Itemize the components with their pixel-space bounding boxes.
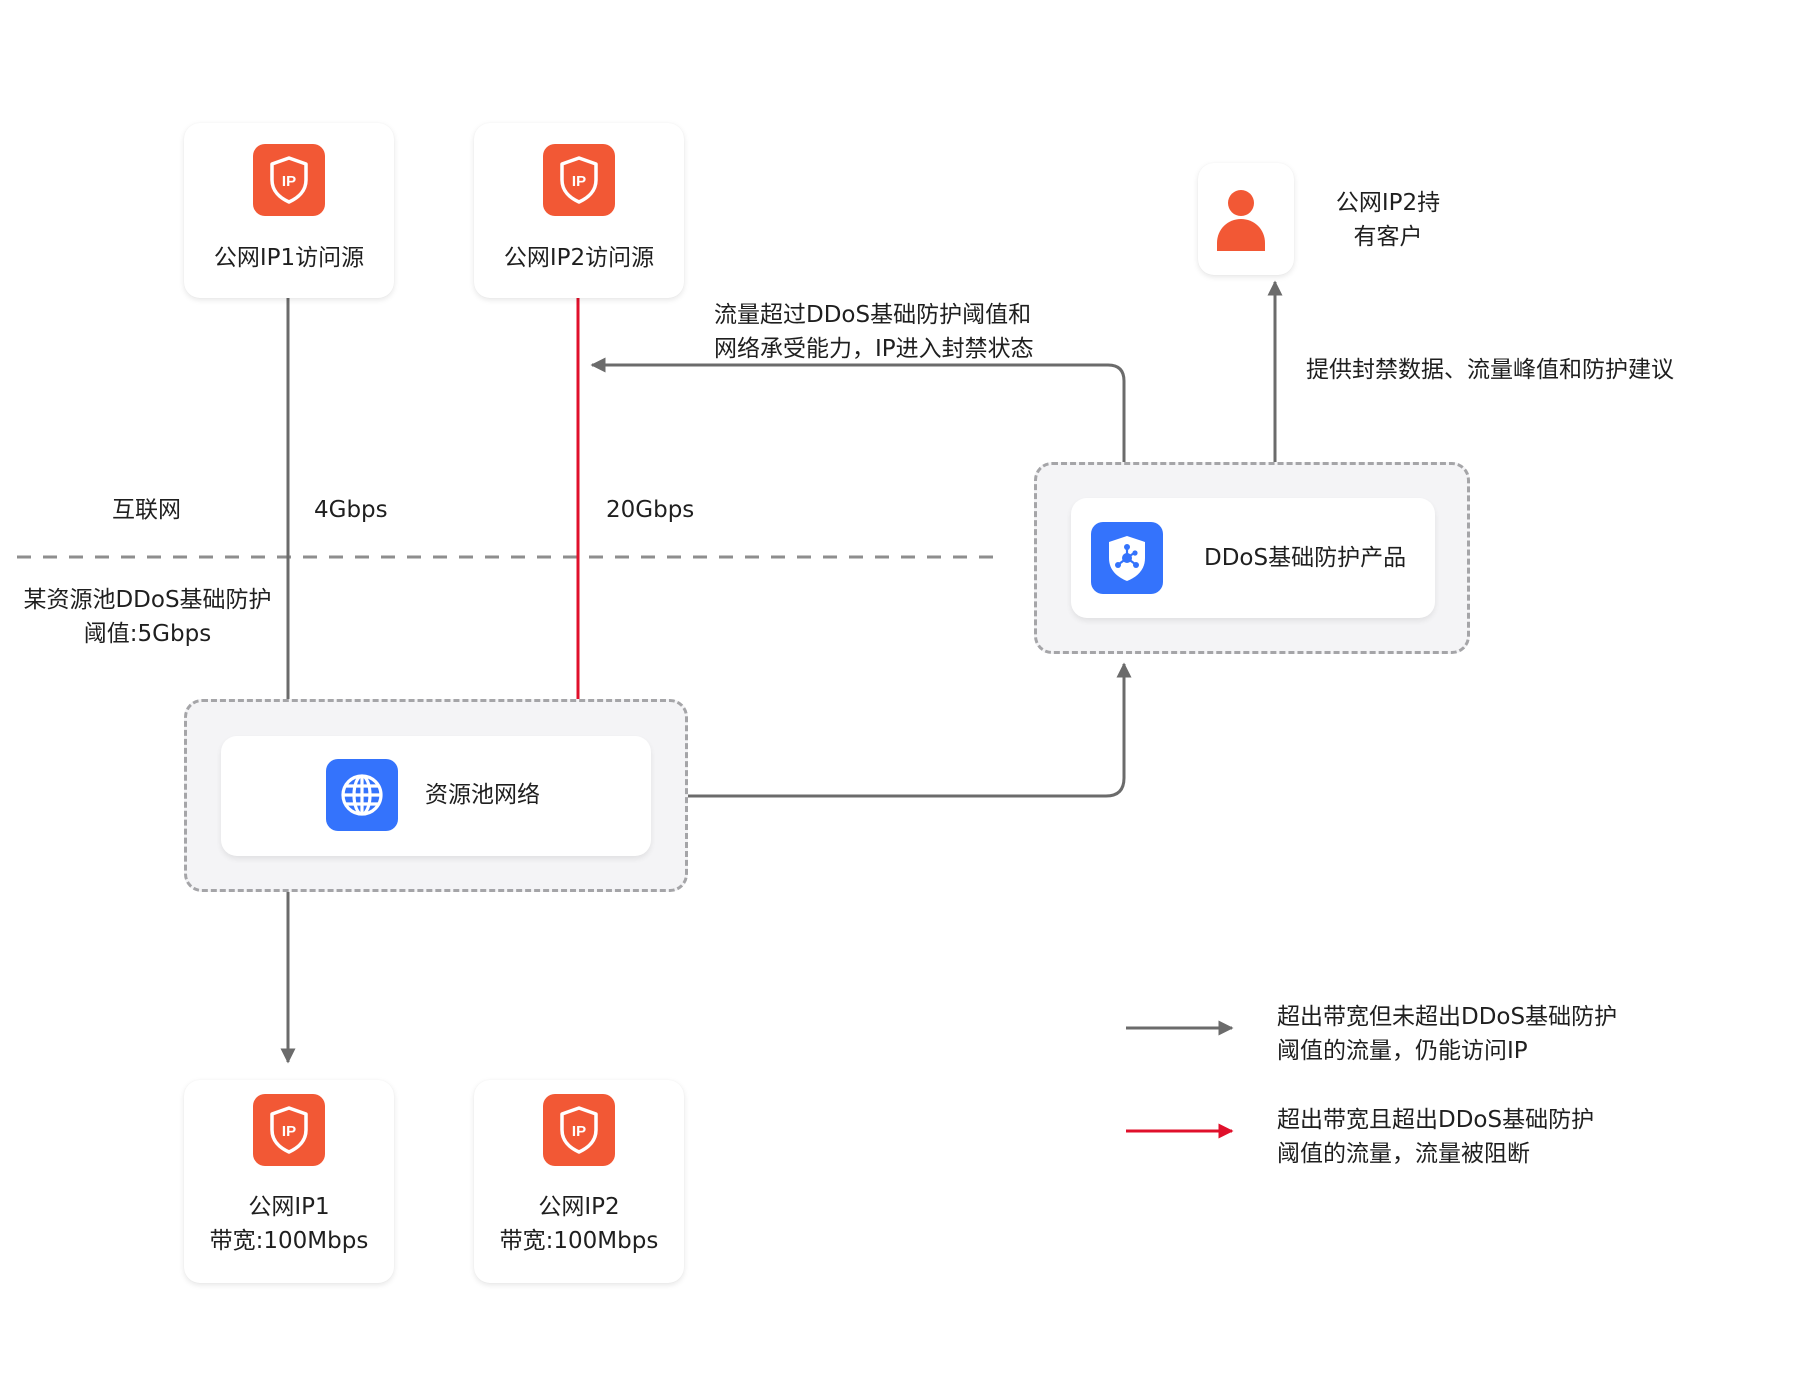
ip-shield-icon: IP bbox=[543, 144, 615, 216]
customer-card[interactable] bbox=[1198, 163, 1294, 275]
resource-pool-group: 资源池网络 bbox=[184, 699, 688, 892]
ip-shield-icon: IP bbox=[253, 144, 325, 216]
source-card-ip2[interactable]: IP 公网IP2访问源 bbox=[474, 123, 684, 298]
report-annotation: 提供封禁数据、流量峰值和防护建议 bbox=[1306, 357, 1674, 383]
ddos-product-group: DDoS基础防护产品 bbox=[1034, 462, 1470, 654]
svg-text:IP: IP bbox=[572, 1123, 586, 1140]
pool-to-ddos-arrow bbox=[686, 662, 1132, 798]
shield-network-icon bbox=[1091, 522, 1163, 594]
target-label: 公网IP1 带宽:100Mbps bbox=[209, 1194, 369, 1254]
ip1-traffic-label: 4Gbps bbox=[314, 497, 388, 523]
legend-red-text: 超出带宽且超出DDoS基础防护 阈值的流量，流量被阻断 bbox=[1277, 1107, 1595, 1167]
ip-shield-icon: IP bbox=[253, 1094, 325, 1166]
blackhole-arrow bbox=[590, 357, 1126, 462]
zone-internet-label: 互联网 bbox=[112, 497, 181, 523]
target-label: 公网IP2 带宽:100Mbps bbox=[499, 1194, 659, 1254]
target-card-ip1[interactable]: IP 公网IP1 带宽:100Mbps bbox=[184, 1080, 394, 1283]
ip-shield-icon: IP bbox=[543, 1094, 615, 1166]
svg-text:IP: IP bbox=[572, 173, 586, 190]
customer-label: 公网IP2持 有客户 bbox=[1335, 190, 1441, 250]
svg-text:IP: IP bbox=[282, 173, 296, 190]
ip2-traffic-label: 20Gbps bbox=[606, 497, 695, 523]
ddos-product-node[interactable]: DDoS基础防护产品 bbox=[1071, 498, 1435, 618]
pool-threshold-label: 某资源池DDoS基础防护 阈值:5Gbps bbox=[23, 587, 272, 647]
user-icon bbox=[1217, 190, 1265, 251]
resource-pool-node[interactable]: 资源池网络 bbox=[221, 736, 651, 856]
source-label: 公网IP1访问源 bbox=[213, 245, 365, 271]
source-label: 公网IP2访问源 bbox=[503, 245, 655, 271]
blackhole-annotation: 流量超过DDoS基础防护阈值和 网络承受能力，IP进入封禁状态 bbox=[714, 302, 1034, 362]
legend-gray-text: 超出带宽但未超出DDoS基础防护 阈值的流量，仍能访问IP bbox=[1277, 1004, 1618, 1064]
ddos-product-label: DDoS基础防护产品 bbox=[1204, 545, 1407, 571]
target-card-ip2[interactable]: IP 公网IP2 带宽:100Mbps bbox=[474, 1080, 684, 1283]
svg-text:IP: IP bbox=[282, 1123, 296, 1140]
source-card-ip1[interactable]: IP 公网IP1访问源 bbox=[184, 123, 394, 298]
resource-pool-label: 资源池网络 bbox=[425, 782, 540, 808]
globe-icon bbox=[326, 759, 398, 831]
